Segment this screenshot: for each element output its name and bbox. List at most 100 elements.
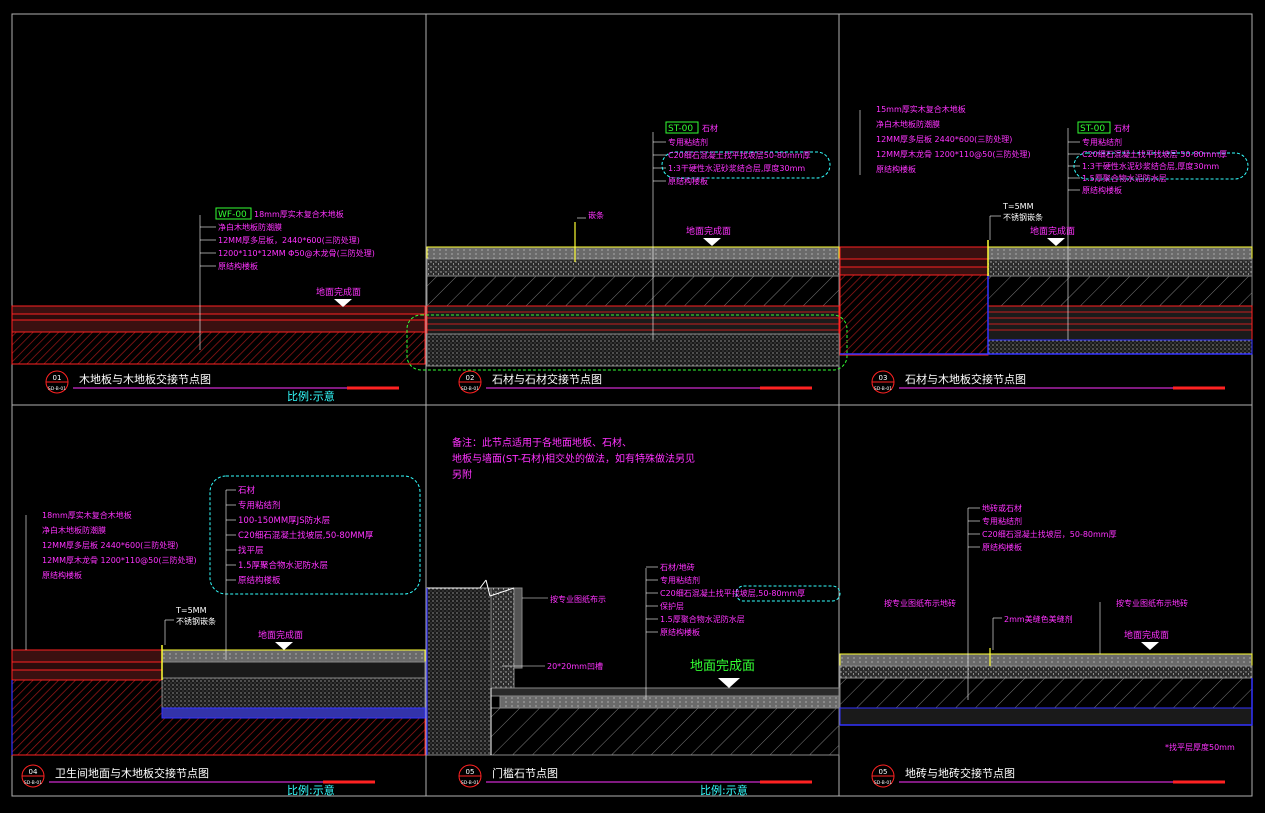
- callout-text: C20细石混凝土找坡层，50-80mm厚: [982, 529, 1117, 539]
- gap-label: 2mm美缝色美缝剂: [1004, 614, 1073, 624]
- break-line: [479, 579, 487, 589]
- callout-text: 12MM厚多层板 2440*600(三防处理): [42, 540, 178, 550]
- callout-text: 原结构楼板: [668, 176, 708, 186]
- title-sheet: SD-B-01: [874, 780, 892, 786]
- plywood-layer: [11, 661, 163, 671]
- gap-label: 20*20mm凹槽: [547, 661, 603, 671]
- stone-layer: [499, 695, 840, 709]
- title-number: 01: [53, 374, 62, 382]
- detail-scale: 比例:示意: [287, 783, 335, 797]
- detail-title: 卫生间地面与木地板交接节点图: [55, 766, 209, 780]
- screed-layer: [490, 707, 840, 756]
- wall-left: [426, 587, 492, 756]
- callout-text: 净白木地板防潮膜: [218, 222, 282, 232]
- title-sheet: SD-B-01: [48, 386, 66, 392]
- callout-text: 净白木地板防潮膜: [876, 119, 940, 129]
- break-line: [489, 587, 515, 597]
- callout-text: 专用粘结剂: [982, 516, 1022, 526]
- break-line: [485, 579, 491, 597]
- callout-text: 12MM厚多层板，2440*600(三防处理): [218, 235, 360, 245]
- structural-slab: [839, 274, 989, 356]
- callout-text: 专用粘结剂: [668, 137, 708, 147]
- callout-text: 原结构楼板: [1082, 185, 1122, 195]
- t-label: 不锈钢嵌条: [1003, 212, 1043, 222]
- material-tag-box: [665, 121, 699, 134]
- callout-text: 12MM厚木龙骨 1200*110@50(三防处理): [876, 149, 1031, 159]
- finish-top: [490, 687, 840, 697]
- callout-text: 原结构楼板: [982, 542, 1022, 552]
- callout-text: 18mm厚实木复合木地板: [254, 209, 344, 219]
- moisture-layer: [11, 313, 426, 321]
- tile-layer: [839, 653, 1253, 667]
- wood-floor-layer: [839, 246, 989, 260]
- note-text: 另附: [452, 468, 472, 481]
- title-sheet: SD-B-01: [461, 386, 479, 392]
- callout-text: 18mm厚实木复合木地板: [42, 510, 132, 520]
- callout-text: C20细石混凝土找平找坡层 50-80mm厚: [1082, 149, 1227, 159]
- mortar-layer: [426, 258, 840, 277]
- slab-top: [426, 305, 840, 335]
- wall-label: 按专业图纸布示: [550, 594, 606, 604]
- callout-text: 1:3干硬性水泥砂浆结合层,厚度30mm: [1082, 161, 1219, 171]
- material-tag: ST-00: [1080, 124, 1105, 134]
- screed-layer: [161, 677, 426, 709]
- title-number: 03: [879, 374, 888, 382]
- mortar-layer: [161, 661, 426, 679]
- concrete-slab: [426, 333, 840, 367]
- callout-text: 1200*110*12MM Φ50@木龙骨(三防处理): [218, 248, 375, 258]
- floor-label: 地面完成面: [690, 659, 755, 674]
- t-label: T=5MM: [1002, 202, 1034, 211]
- title-sheet: SD-B-01: [24, 780, 42, 786]
- stone-layer: [426, 246, 840, 260]
- structural-slab: [839, 707, 1253, 726]
- callout-text: 15mm厚实木复合木地板: [876, 104, 966, 114]
- cyan-revision-cloud: [1073, 152, 1249, 180]
- material-tag-box: [215, 207, 252, 220]
- material-tag-box: [1077, 121, 1111, 134]
- plywood-layer: [11, 319, 426, 333]
- floor-level-marker: [334, 299, 352, 307]
- callout-text: 1.5厚聚合物水泥防水层: [1082, 173, 1167, 183]
- stone-layer: [987, 246, 1253, 260]
- material-tag-text: 石材: [702, 123, 718, 133]
- floor-level-marker: [703, 238, 721, 246]
- callout-text: 专用粘结剂: [1082, 137, 1122, 147]
- detail-title: 石材与石材交接节点图: [492, 372, 602, 386]
- callout-text: C20细石混凝土找平找坡层50-80mm厚: [668, 150, 811, 160]
- screed-layer: [839, 677, 1253, 709]
- title-sheet: SD-B-01: [461, 780, 479, 786]
- mortar-layer: [987, 258, 1253, 277]
- plywood-layer: [839, 258, 989, 268]
- detail-title: 门槛石节点图: [492, 766, 558, 780]
- joint-label: 嵌条: [588, 210, 604, 220]
- callout-text: 石材/地砖: [660, 562, 695, 572]
- screed-layer: [426, 275, 840, 307]
- callout-text: 100-150MM厚JS防水层: [238, 515, 330, 526]
- floor-level-marker: [1047, 238, 1065, 246]
- callout-text: 原结构楼板: [238, 575, 281, 586]
- callout-text: 地砖或石材: [982, 503, 1022, 513]
- batten-layer: [11, 669, 163, 681]
- detail-title: 木地板与木地板交接节点图: [79, 372, 211, 386]
- floor-level-marker: [275, 642, 293, 650]
- title-sheet: SD-B-01: [874, 386, 892, 392]
- batten-layer: [839, 266, 989, 276]
- callout-text: 专用粘结剂: [238, 500, 281, 511]
- floor-level-marker: [1141, 642, 1159, 650]
- mortar-layer: [839, 665, 1253, 679]
- floor-label: 地面完成面: [1124, 629, 1169, 641]
- t-label: 不锈钢嵌条: [176, 616, 216, 626]
- wall-finish: [490, 587, 515, 689]
- title-number: 02: [466, 374, 475, 382]
- callout-text: 原结构楼板: [876, 164, 916, 174]
- callout-text: 1:3干硬性水泥砂浆结合层,厚度30mm: [668, 163, 805, 173]
- callout-text: C20细石混凝土找平找坡层,50-80mm厚: [660, 588, 805, 598]
- stone-layer: [161, 649, 426, 663]
- t-label: T=5MM: [175, 606, 207, 615]
- callout-text: 石材: [238, 485, 256, 496]
- title-number: 04: [29, 768, 38, 776]
- callout-text: 保护层: [660, 601, 684, 611]
- note-text: 备注：此节点适用于各地面地板、石材、: [452, 436, 632, 449]
- detail-title: 石材与木地板交接节点图: [905, 372, 1026, 386]
